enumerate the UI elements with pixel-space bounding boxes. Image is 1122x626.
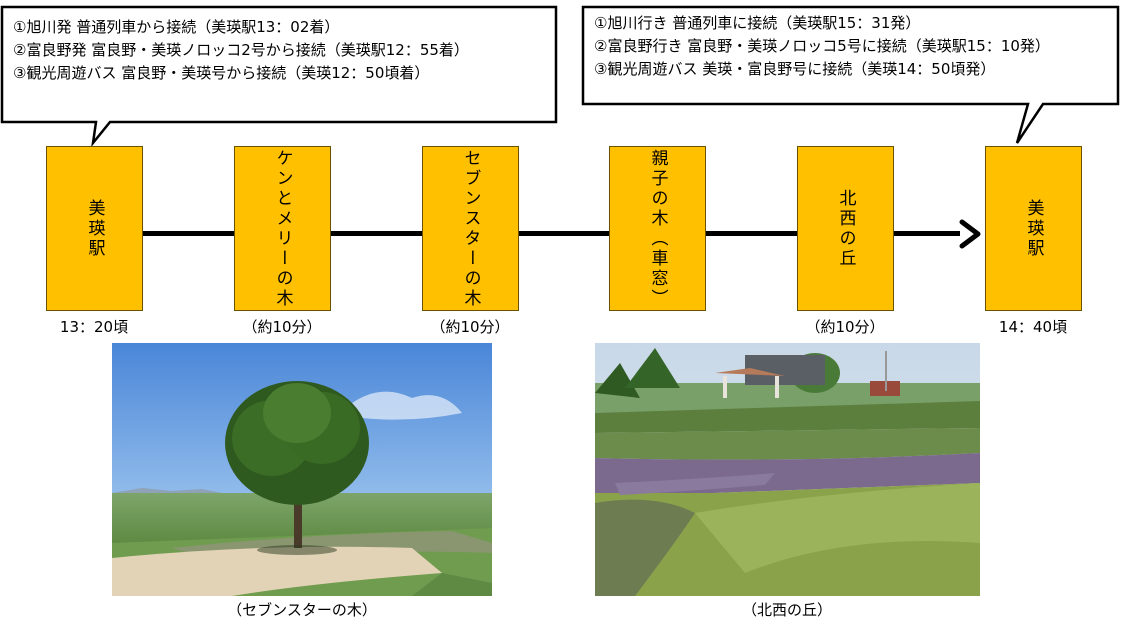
hokusei-hill-caption: （北西の丘） (741, 601, 832, 619)
left-callout-line-2: ②富良野発 富良野・美瑛ノロッコ2号から接続（美瑛駅12：55着） (13, 41, 469, 59)
stop-name: 北西の丘 (835, 188, 856, 269)
stop-ken-mary-tree: ケンとメリーの木 (234, 146, 331, 311)
route-line (140, 231, 960, 236)
stop-duration-label: （約10分） (430, 318, 510, 336)
stop-duration-label: （約10分） (242, 318, 322, 336)
stop-seven-star-tree: セブンスターの木 (422, 146, 519, 311)
left-callout-bubble (0, 5, 558, 148)
right-callout-line-1: ①旭川行き 普通列車に接続（美瑛駅15：31発） (594, 14, 921, 32)
stop-time-label: 13：20頃 (59, 318, 129, 336)
stop-biei-station-start: 美瑛駅 (46, 146, 143, 311)
left-callout-line-1: ①旭川発 普通列車から接続（美瑛駅13：02着） (13, 18, 340, 36)
stop-name: ケンとメリーの木 (272, 148, 293, 309)
left-callout-line-3: ③観光周遊バス 富良野・美瑛号から接続（美瑛12：50頃着） (13, 64, 430, 82)
stop-duration-label: （約10分） (805, 318, 885, 336)
right-callout-line-2: ②富良野行き 富良野・美瑛ノロッコ5号に接続（美瑛駅15：10発） (594, 37, 1050, 55)
right-callout-line-3: ③観光周遊バス 美瑛・富良野号に接続（美瑛14：50頃発） (594, 60, 996, 78)
left-callout-text: ①旭川発 普通列車から接続（美瑛駅13：02着） ②富良野発 富良野・美瑛ノロッ… (13, 16, 469, 85)
stop-name: 美瑛駅 (84, 198, 105, 259)
stop-name: セブンスターの木 (460, 148, 481, 309)
seven-star-tree-photo (112, 343, 492, 596)
stop-hokusei-hill: 北西の丘 (797, 146, 894, 311)
stop-name: 美瑛駅 (1023, 198, 1044, 259)
hokusei-hill-photo (595, 343, 980, 596)
stop-name: 親子の木（車窓） (647, 148, 668, 309)
stop-biei-station-end: 美瑛駅 (985, 146, 1082, 311)
right-callout-text: ①旭川行き 普通列車に接続（美瑛駅15：31発） ②富良野行き 富良野・美瑛ノロ… (594, 12, 1050, 81)
stop-time-label: 14：40頃 (998, 318, 1068, 336)
seven-star-tree-caption: （セブンスターの木） (227, 601, 377, 619)
right-callout-bubble (581, 5, 1120, 144)
stop-oyako-tree: 親子の木（車窓） (609, 146, 706, 311)
route-arrow-icon (959, 219, 981, 249)
